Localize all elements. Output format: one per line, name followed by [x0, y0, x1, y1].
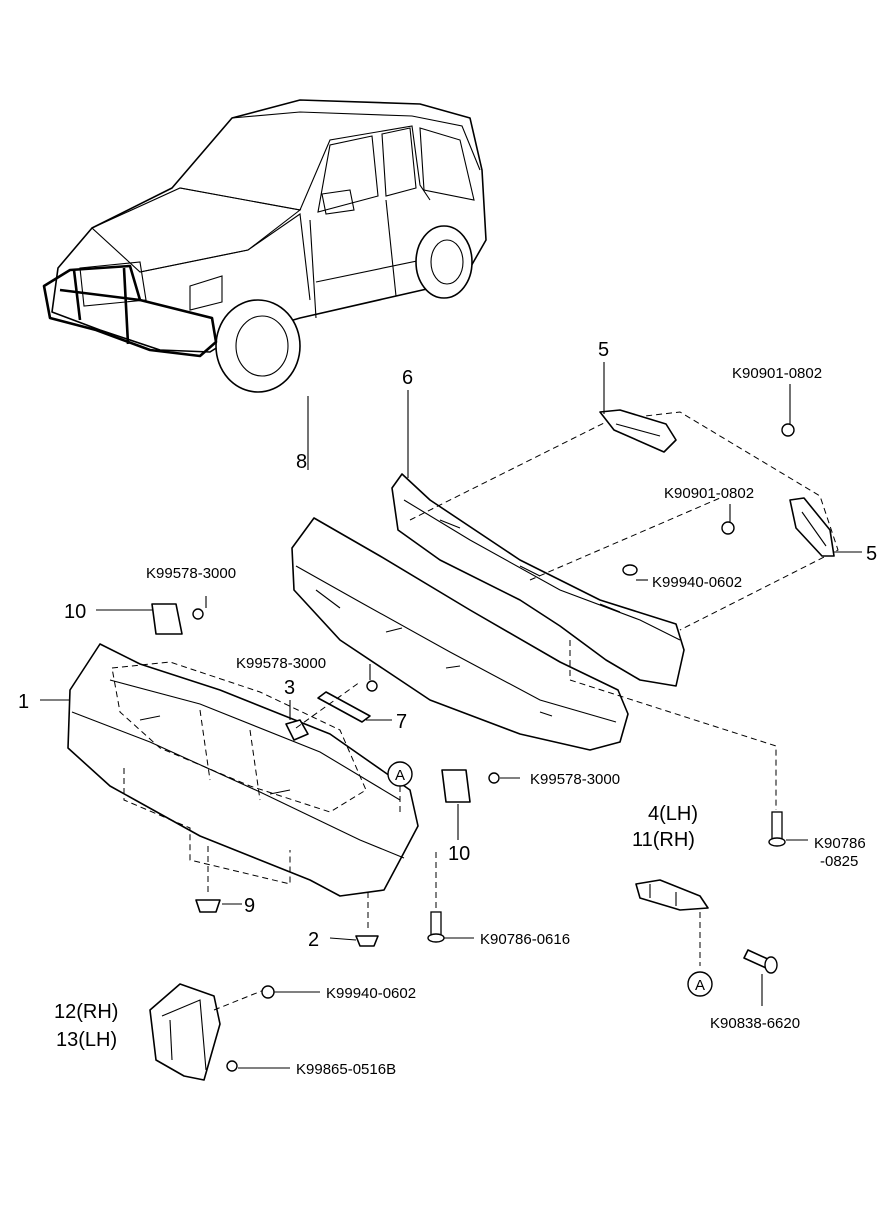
part-1-bumper-cover — [67, 643, 419, 897]
clip-k99578-right — [488, 772, 500, 784]
leader-lines — [40, 362, 862, 1069]
label-part-3: 3 — [284, 677, 295, 699]
code-k99578-left: K99578-3000 — [146, 565, 236, 582]
part-7-strip — [317, 691, 371, 723]
nut-k90901-upper — [781, 423, 795, 437]
code-k90786-0616: K90786-0616 — [480, 931, 570, 948]
code-k99578-center: K99578-3000 — [236, 655, 326, 672]
label-part-6: 6 — [402, 367, 413, 389]
code-k90786-0825-line1: K90786 — [814, 835, 866, 852]
nut-k99940-mid — [622, 564, 638, 576]
label-part-1: 1 — [18, 691, 29, 713]
part-4-11-bracket — [635, 879, 709, 911]
screw-k99865 — [226, 1060, 238, 1072]
vehicle-illustration — [42, 99, 487, 393]
label-part-5-upper: 5 — [598, 339, 609, 361]
label-part-8: 8 — [296, 451, 307, 473]
part-3-clip — [285, 719, 309, 741]
label-part-4: 4(LH) — [648, 803, 698, 825]
code-k90901-mid: K90901-0802 — [664, 485, 754, 502]
part-9-clip — [195, 899, 221, 913]
nut-k90901-mid — [721, 521, 735, 535]
code-k99940-mid: K99940-0602 — [652, 574, 742, 591]
label-part-2: 2 — [308, 929, 319, 951]
label-part-11: 11(RH) — [632, 829, 695, 851]
reference-a-lower-text: A — [695, 977, 705, 994]
assembly-outline — [409, 411, 839, 631]
part-12-13-side-cover — [149, 983, 221, 1081]
nut-k99940-low — [261, 985, 275, 999]
part-5-bracket-upper — [599, 409, 677, 453]
code-k90901-upper: K90901-0802 — [732, 365, 822, 382]
code-k99578-right: K99578-3000 — [530, 771, 620, 788]
label-part-7: 7 — [396, 711, 407, 733]
clip-k99578-center — [366, 680, 378, 692]
label-part-10-right: 10 — [448, 843, 470, 865]
part-5-bracket-right — [789, 497, 835, 557]
label-part-5-right: 5 — [866, 543, 877, 565]
part-10-bracket-right — [441, 769, 471, 803]
code-k90786-0825-line2: -0825 — [820, 853, 858, 870]
code-k99865-0516b: K99865-0516B — [296, 1061, 396, 1078]
bolt-k90838 — [743, 949, 778, 974]
reference-a-upper-text: A — [395, 767, 405, 784]
clip-k99578-left — [192, 608, 204, 620]
label-part-12: 12(RH) — [54, 1001, 118, 1023]
reference-a-lower: A — [687, 971, 713, 997]
label-part-13: 13(LH) — [56, 1029, 117, 1051]
code-k90838-6620: K90838-6620 — [710, 1015, 800, 1032]
part-6-reinforcement — [391, 473, 685, 687]
screw-k90786-0616 — [427, 911, 445, 943]
part-10-bracket-left — [151, 603, 183, 635]
code-k99940-low: K99940-0602 — [326, 985, 416, 1002]
part-8-absorber — [291, 517, 629, 751]
reference-a-upper: A — [387, 761, 413, 787]
screw-k90786-0825 — [768, 811, 786, 847]
part-2-clip — [355, 935, 379, 947]
label-part-9: 9 — [244, 895, 255, 917]
label-part-10-left: 10 — [64, 601, 86, 623]
